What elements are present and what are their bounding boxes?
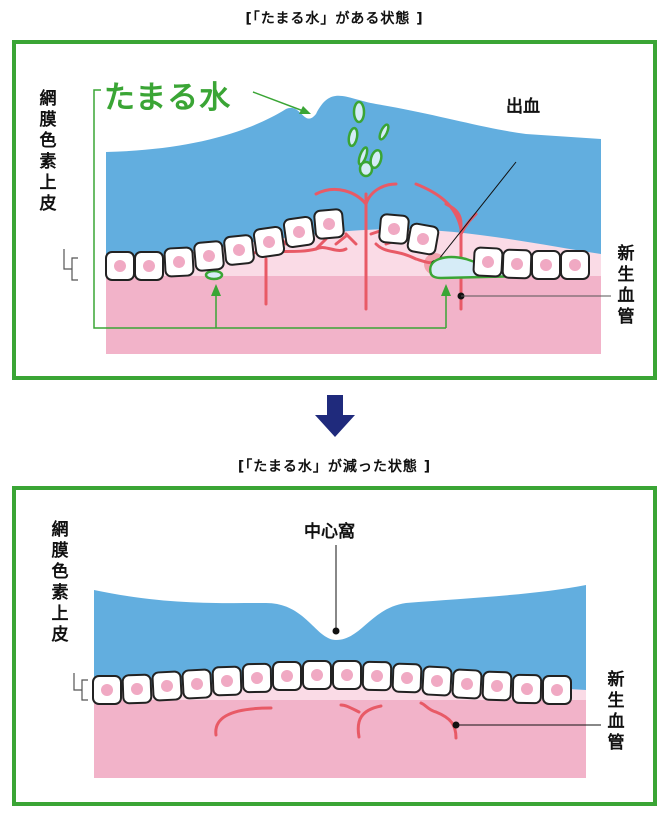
neovessel-label: 新生血管 [617,244,635,327]
rpe-cell [211,665,243,697]
rpe-cell [332,660,362,690]
rpe-cell [378,213,410,245]
rpe-cell [406,222,440,256]
rpe-cell [252,225,286,259]
rpe-cell [181,668,213,700]
rpe-cell [501,248,533,280]
rpe-cell [163,246,195,278]
rpe-cell [481,670,513,702]
fluid-droplets [347,100,390,178]
rpe-cell [134,251,164,281]
rpe-cell [313,208,345,240]
down-arrow-icon [315,395,355,437]
choroid-layer [94,700,586,778]
rpe-cells [105,208,590,281]
panel1-illustration [63,89,611,354]
neovessel-label: 新生血管 [607,670,625,753]
rpe-cell [531,250,561,280]
bottom-caption: [「たまる水」が減った状態 ] [237,459,432,475]
rpe-cell [272,661,302,691]
arrow-head [211,284,221,296]
top-caption: [「たまる水」がある状態 ] [245,11,424,27]
retina-layer [94,585,586,690]
rpe-label: 網膜色素上皮 [51,520,69,645]
rpe-cell [92,675,122,705]
rpe-label: 網膜色素上皮 [39,89,57,214]
rpe-cell [361,660,393,692]
rpe-cell [451,668,483,700]
fovea-label: 中心窩 [304,522,355,542]
fluid-label: たまる水 [104,80,232,116]
rpe-cell [560,250,590,280]
rpe-cell [302,660,332,690]
rpe-cell [193,240,225,272]
rpe-cell [421,665,453,697]
small-fluid-pocket [204,269,224,281]
rpe-bracket [63,249,78,281]
retina-layer [106,95,601,274]
rpe-cell [511,673,543,705]
rpe-cell [223,234,255,266]
rpe-cell [472,246,504,278]
arrow-head [299,106,311,114]
panel-fluid-present: 網膜色素上皮 たまる水 出血 新生血管 [12,40,657,380]
arrow-head [441,284,451,296]
rpe-cell [151,670,183,702]
choroid-layer [106,276,601,354]
panel2-illustration [73,545,601,778]
rpe-cell [241,662,273,694]
rpe-cell [542,675,572,705]
rpe-bracket [73,673,88,701]
rpe-cell [282,215,316,249]
rpe-cell [391,662,423,694]
rpe-cells [92,660,572,705]
rpe-cell [105,251,135,281]
rpe-cell [121,673,153,705]
hemorrhage-label: 出血 [506,97,540,117]
panel-fluid-reduced: 網膜色素上皮 中心窩 新生血管 [12,486,657,806]
